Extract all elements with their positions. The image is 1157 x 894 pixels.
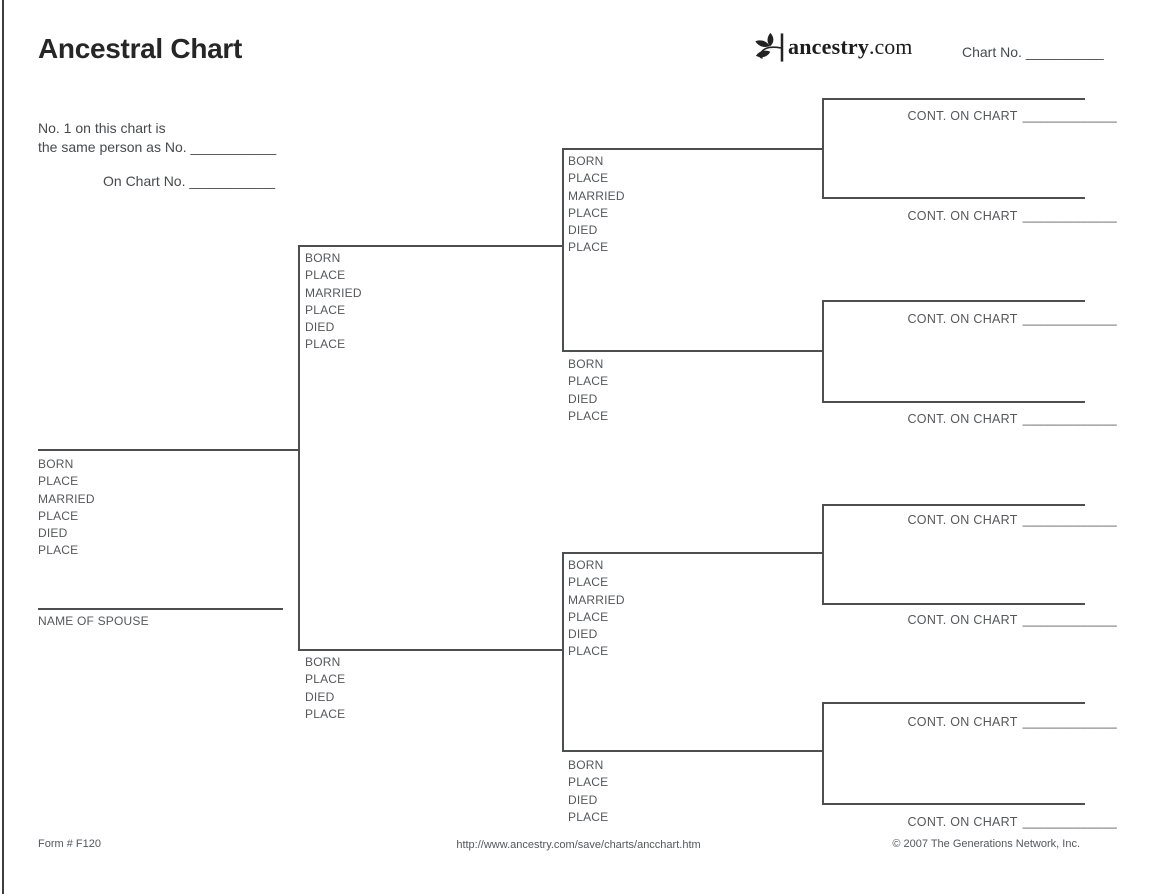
cont-on-chart-3: CONT. ON CHART_____________ [907, 312, 1117, 326]
page-title: Ancestral Chart [38, 33, 243, 64]
line-paternal-grandmother [562, 350, 823, 352]
cont-on-chart-6: CONT. ON CHART_____________ [907, 613, 1117, 627]
chart-cross-reference-note: No. 1 on this chart is the same person a… [38, 120, 277, 155]
line-mother [298, 649, 563, 651]
connector-gen1-parents [298, 245, 300, 650]
cont-on-chart-7: CONT. ON CHART_____________ [907, 715, 1117, 729]
line-maternal-grandmother [562, 750, 823, 752]
field-label: DIED [568, 627, 598, 642]
form-number: Form # F120 [38, 838, 101, 850]
mother-field-labels: BORN PLACE DIED PLACE [305, 654, 345, 723]
field-label: PLACE [568, 408, 609, 423]
ancestry-logo: ancestry.com [752, 30, 912, 64]
field-label: PLACE [305, 337, 346, 352]
field-label: PLACE [568, 809, 609, 824]
cont-blank-7: _____________ [1022, 715, 1117, 729]
field-label: PLACE [568, 775, 609, 790]
line-ggparent-4 [822, 401, 1085, 403]
line-maternal-grandfather [562, 552, 823, 554]
footer-copyright: © 2007 The Generations Network, Inc. [892, 838, 1080, 850]
line-spouse [38, 608, 283, 610]
cont-blank-5: _____________ [1022, 513, 1117, 527]
cont-blank-3: _____________ [1022, 312, 1117, 326]
field-label: PLACE [568, 609, 609, 624]
line-father [298, 245, 563, 247]
maternal-grandmother-field-labels: BORN PLACE DIED PLACE [568, 757, 608, 826]
field-label: DIED [38, 526, 68, 541]
same-person-blank: ___________ [190, 138, 277, 155]
field-label: DIED [305, 689, 335, 704]
maternal-grandfather-field-labels: BORN PLACE MARRIED PLACE DIED PLACE [568, 557, 625, 661]
chart-number-field: Chart No. __________ [962, 44, 1104, 60]
connector-ggparent-pair-2 [822, 300, 824, 401]
field-label: PLACE [305, 706, 346, 721]
connector-ggparent-pair-4 [822, 702, 824, 803]
cont-blank-6: _____________ [1022, 613, 1117, 627]
ancestry-logo-text: ancestry.com [788, 34, 913, 59]
cont-on-chart-2: CONT. ON CHART_____________ [907, 209, 1117, 223]
person1-field-labels: BORN PLACE MARRIED PLACE DIED PLACE [38, 456, 95, 560]
field-label: BORN [38, 457, 74, 471]
field-label: PLACE [305, 268, 346, 283]
field-label: PLACE [568, 205, 609, 220]
field-label: BORN [568, 758, 604, 772]
field-label: DIED [568, 223, 598, 238]
field-label: BORN [568, 357, 604, 371]
cont-blank-8: _____________ [1022, 815, 1117, 829]
field-label: PLACE [305, 672, 346, 687]
line-ggparent-6 [822, 603, 1085, 605]
father-field-labels: BORN PLACE MARRIED PLACE DIED PLACE [305, 250, 362, 354]
field-label: PLACE [568, 240, 609, 255]
field-label: PLACE [38, 508, 79, 523]
cont-blank-2: _____________ [1022, 209, 1117, 223]
footer-url: http://www.ancestry.com/save/charts/ancc… [456, 839, 701, 851]
line-ggparent-8 [822, 803, 1085, 805]
field-label: PLACE [568, 374, 609, 389]
line-ggparent-1 [822, 98, 1085, 100]
line-ggparent-7 [822, 702, 1085, 704]
line-ggparent-3 [822, 300, 1085, 302]
on-chart-number-field: On Chart No. ___________ [103, 173, 276, 189]
chart-number-blank: __________ [1025, 44, 1104, 60]
connector-maternal-grandparents [562, 552, 564, 750]
field-label: PLACE [38, 474, 79, 489]
on-chart-number-blank: ___________ [189, 173, 276, 189]
field-label: BORN [305, 251, 341, 265]
cont-blank-1: _____________ [1022, 109, 1117, 123]
field-label: MARRIED [305, 285, 362, 300]
field-label: MARRIED [568, 188, 625, 203]
field-label: MARRIED [38, 491, 95, 506]
cont-on-chart-4: CONT. ON CHART_____________ [907, 412, 1117, 426]
cont-blank-4: _____________ [1022, 412, 1117, 426]
cont-on-chart-1: CONT. ON CHART_____________ [907, 109, 1117, 123]
paternal-grandfather-field-labels: BORN PLACE MARRIED PLACE DIED PLACE [568, 153, 625, 257]
field-label: DIED [305, 320, 335, 335]
line-person1 [38, 449, 299, 451]
field-label: BORN [305, 655, 341, 669]
line-paternal-grandfather [562, 148, 823, 150]
connector-ggparent-pair-1 [822, 98, 824, 197]
field-label: DIED [568, 792, 598, 807]
field-label: PLACE [568, 171, 609, 186]
field-label: PLACE [568, 644, 609, 659]
field-label: PLACE [38, 543, 79, 558]
paternal-grandmother-field-labels: BORN PLACE DIED PLACE [568, 356, 608, 425]
field-label: MARRIED [568, 592, 625, 607]
field-label: BORN [568, 154, 604, 168]
field-label: PLACE [305, 302, 346, 317]
connector-paternal-grandparents [562, 148, 564, 350]
field-label: PLACE [568, 575, 609, 590]
field-label: BORN [568, 558, 604, 572]
line-ggparent-5 [822, 504, 1085, 506]
spouse-name-label: NAME OF SPOUSE [38, 614, 149, 628]
cont-on-chart-5: CONT. ON CHART_____________ [907, 513, 1117, 527]
line-ggparent-2 [822, 197, 1085, 199]
ancestry-leaf-icon [755, 32, 784, 62]
field-label: DIED [568, 391, 598, 406]
cont-on-chart-8: CONT. ON CHART_____________ [907, 815, 1117, 829]
connector-ggparent-pair-3 [822, 504, 824, 603]
page-left-border [2, 0, 4, 894]
